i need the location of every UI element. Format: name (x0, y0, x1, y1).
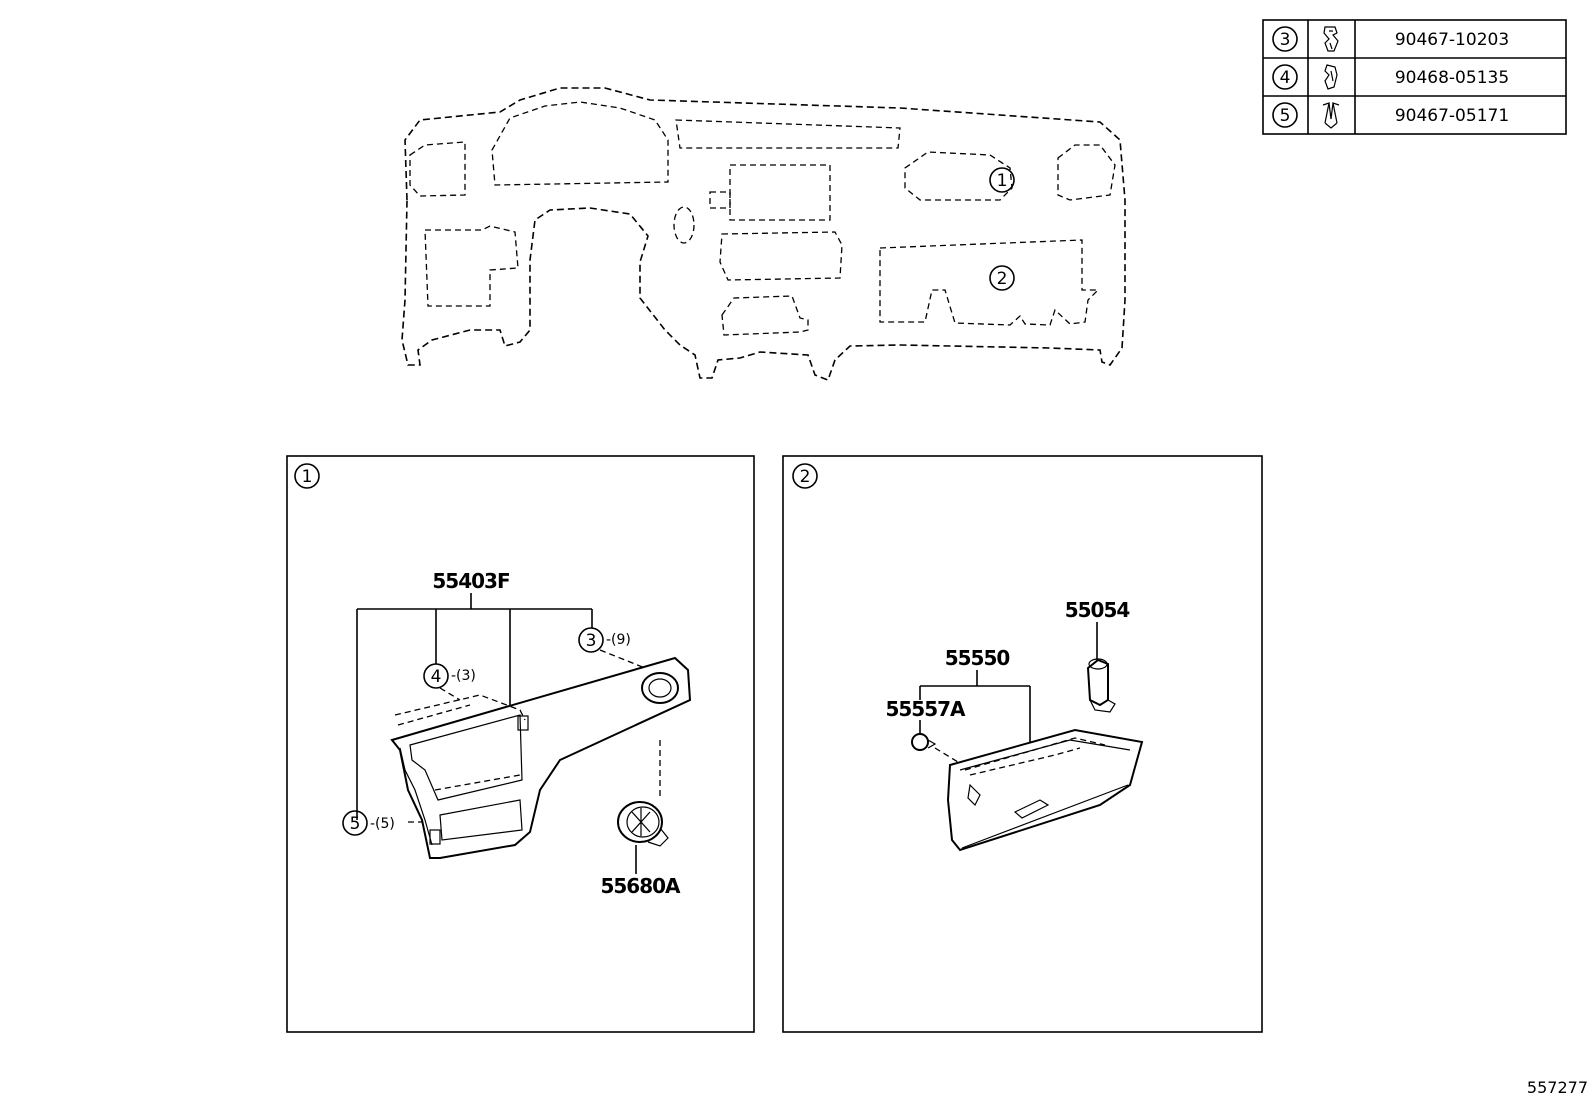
part-label-55550: 55550 (945, 646, 1010, 670)
diagram-id: 557277 (1527, 1078, 1588, 1097)
parts-table: 3 90467-10203 4 90468-05135 5 (1262, 19, 1567, 135)
part-label-55557A: 55557A (885, 697, 966, 721)
svg-text:1: 1 (997, 171, 1008, 191)
table-part-number: 90467-05171 (1395, 106, 1509, 126)
svg-text:2: 2 (997, 269, 1008, 289)
clip-5-quantity: -(5) (370, 816, 395, 832)
parts-table-border (1262, 19, 1567, 135)
table-part-number: 90468-05135 (1395, 68, 1509, 88)
callout-clip-5 (342, 810, 368, 836)
table-row: 4 90468-05135 (1272, 64, 1509, 90)
table-ref-5: 5 (1280, 106, 1291, 126)
dashboard-overview: 1 2 (401, 87, 1126, 382)
callout-clip-4 (423, 663, 449, 689)
dashboard-outline (401, 87, 1126, 382)
part-label-55054: 55054 (1065, 598, 1130, 622)
part-label-55680A: 55680A (600, 874, 681, 898)
panel-1-label (294, 463, 320, 489)
overview-marker-2 (989, 265, 1015, 291)
table-row: 3 90467-10203 (1272, 26, 1509, 52)
detail-panel-2: 2 55054 55550 55557A (782, 455, 1263, 1033)
table-ref-3: 3 (1280, 30, 1291, 50)
vent-part (617, 801, 669, 847)
table-ref-4: 4 (1280, 68, 1291, 88)
overview-marker-1 (989, 167, 1015, 193)
clip-icon (1324, 64, 1338, 90)
callout-clip-3 (578, 627, 604, 653)
svg-text:2: 2 (800, 467, 811, 487)
instrument-panel-part (390, 656, 692, 859)
panel-2-label (792, 463, 818, 489)
damper-part (1086, 658, 1116, 713)
clip-4-quantity: -(3) (451, 668, 476, 684)
clip-icon (1322, 102, 1340, 129)
table-row: 5 90467-05171 (1272, 102, 1509, 129)
svg-text:5: 5 (350, 814, 361, 834)
bumper-part (911, 733, 937, 751)
table-part-number: 90467-10203 (1395, 30, 1509, 50)
svg-text:4: 4 (431, 667, 442, 687)
part-label-55403F: 55403F (432, 569, 509, 593)
panel-2-border (782, 455, 1263, 1033)
panel-1-border (286, 455, 755, 1033)
detail-panel-1: 1 55403F 3 -(9) 4 -(3) 5 -(5) (286, 455, 755, 1033)
svg-text:3: 3 (586, 631, 597, 651)
clip-3-quantity: -(9) (606, 632, 631, 648)
svg-text:1: 1 (302, 467, 313, 487)
glove-box-part (946, 728, 1144, 852)
clip-icon (1323, 26, 1339, 52)
